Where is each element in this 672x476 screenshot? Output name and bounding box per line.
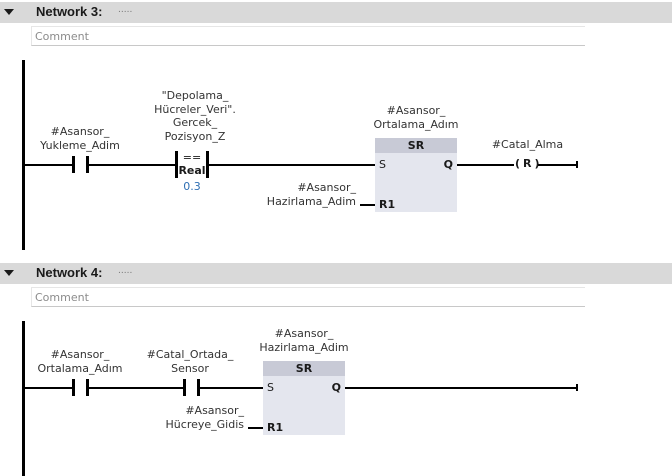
contact-left-bar xyxy=(183,379,186,396)
operand-line-1: #Asansor_ xyxy=(274,327,334,340)
operand-line-3: Gercek_ xyxy=(172,116,218,129)
pin-r1: R1 xyxy=(379,198,396,211)
operand-line-2: Hücreye_Gidis xyxy=(165,417,244,431)
operand-line-2: Hücreler_Veri". xyxy=(154,102,236,116)
pin-s: S xyxy=(379,158,386,171)
network-4-power-rail xyxy=(22,321,25,476)
operand-line-1: #Asansor_ xyxy=(185,404,244,417)
rung-wire xyxy=(345,387,578,389)
operand-line-2: Sensor xyxy=(171,361,209,375)
pin-s: S xyxy=(267,381,274,394)
collapse-triangle-icon[interactable] xyxy=(4,270,14,276)
rung-wire xyxy=(209,164,375,166)
coil-operand-label: #Catal_Alma xyxy=(491,138,564,151)
rung-wire xyxy=(457,164,515,166)
operand-line-2: Yukleme_Adim xyxy=(40,138,120,152)
coil-reset-symbol: (R) xyxy=(514,157,541,171)
rung-wire xyxy=(89,387,184,389)
r1-operand-label: #Asansor_ Hücreye_Gidis xyxy=(130,404,244,431)
network-4-header[interactable]: Network 4: ..... xyxy=(0,263,672,284)
operand-line-2: Ortalama_Adım xyxy=(373,117,459,131)
compare-right-bar xyxy=(206,151,209,178)
operand-line-2: Hazirlama_Adim xyxy=(259,340,349,354)
rung-wire xyxy=(538,164,578,166)
contact-operand-label: #Catal_Ortada_ Sensor xyxy=(140,348,240,375)
operand-line-2: Hazirlama_Adim xyxy=(266,194,356,208)
pin-q: Q xyxy=(443,158,453,171)
network-3-power-rail xyxy=(22,60,25,250)
operand-line-1: #Asansor_ xyxy=(50,125,110,138)
pin-q: Q xyxy=(331,381,341,394)
rung-wire xyxy=(200,387,263,389)
sr-box[interactable]: SR S Q R1 xyxy=(263,361,345,435)
compare-operator: == xyxy=(182,151,202,164)
contact-operand-label: #Asansor_ Yukleme_Adim xyxy=(30,125,130,152)
sr-box[interactable]: SR S Q R1 xyxy=(375,138,457,212)
sr-instance-label: #Asansor_ Ortalama_Adım xyxy=(356,104,476,131)
rung-wire xyxy=(25,387,73,389)
compare-left-bar xyxy=(175,151,178,178)
r1-wire xyxy=(248,427,263,429)
operand-line-1: #Asansor_ xyxy=(297,181,356,194)
sr-title: SR xyxy=(263,361,345,376)
coil-type: R xyxy=(523,157,532,170)
r1-wire xyxy=(360,204,375,206)
network-4-title: Network 4: xyxy=(36,265,103,280)
network-4-comment-field[interactable]: Comment xyxy=(31,287,585,307)
network-3-header[interactable]: Network 3: ..... xyxy=(0,2,672,23)
sr-title: SR xyxy=(375,138,457,153)
compare-type: Real xyxy=(178,164,206,177)
rung-end-tick xyxy=(576,384,578,391)
pin-r1: R1 xyxy=(267,421,284,434)
contact-right-bar xyxy=(86,156,89,173)
rung-wire xyxy=(25,164,73,166)
operand-line-1: "Depolama_ xyxy=(161,89,229,102)
operand-line-1: #Asansor_ xyxy=(50,348,110,361)
operand-line-2: Ortalama_Adım xyxy=(37,361,123,375)
sr-instance-label: #Asansor_ Hazirlama_Adim xyxy=(244,327,364,354)
contact-left-bar xyxy=(72,156,75,173)
compare-operand-label: "Depolama_ Hücreler_Veri". Gercek_ Pozis… xyxy=(130,89,260,143)
network-3-comment-field[interactable]: Comment xyxy=(31,26,585,46)
contact-left-bar xyxy=(72,379,75,396)
compare-value[interactable]: 0.3 xyxy=(183,180,201,193)
rung-end-tick xyxy=(576,161,578,168)
rung-wire xyxy=(89,164,176,166)
operand-line-4: Pozisyon_Z xyxy=(164,129,226,143)
contact-right-bar xyxy=(86,379,89,396)
contact-right-bar xyxy=(197,379,200,396)
network-3-title: Network 3: xyxy=(36,4,103,19)
r1-operand-label: #Asansor_ Hazirlama_Adim xyxy=(240,181,356,208)
collapse-triangle-icon[interactable] xyxy=(4,9,14,15)
operand-line-1: #Asansor_ xyxy=(386,104,446,117)
network-4-title-placeholder[interactable]: ..... xyxy=(118,266,133,276)
contact-operand-label: #Asansor_ Ortalama_Adım xyxy=(30,348,130,375)
network-3-title-placeholder[interactable]: ..... xyxy=(118,5,133,15)
operand-line-1: #Catal_Ortada_ xyxy=(146,348,234,361)
